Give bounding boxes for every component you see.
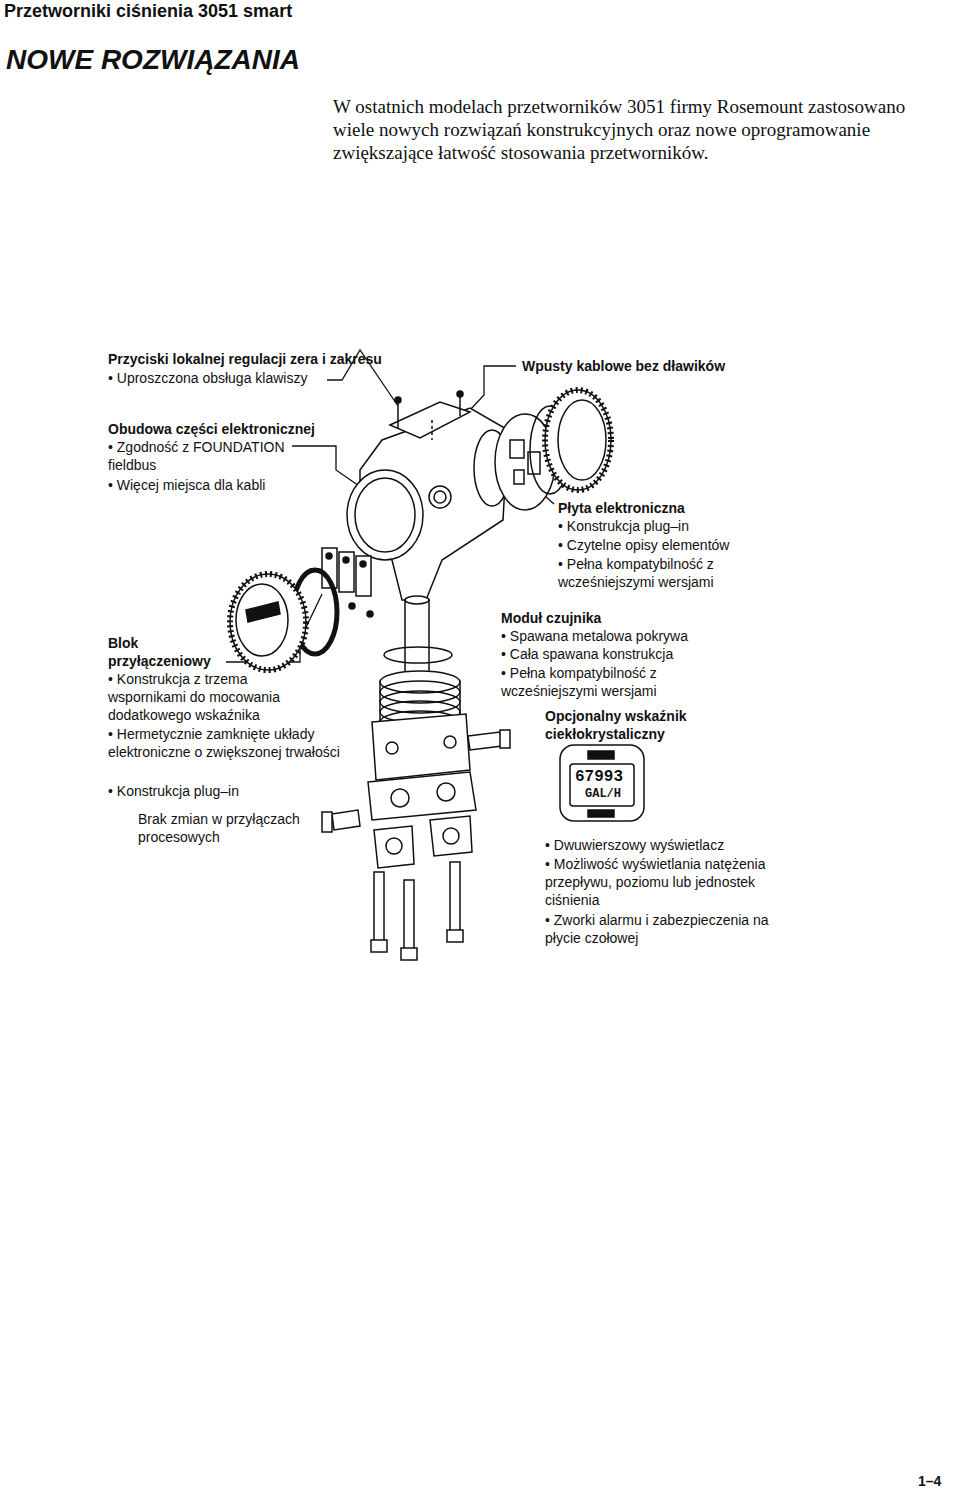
- callout-bullet: • Zworki alarmu i zabezpieczenia na płyc…: [545, 911, 790, 947]
- callout-bullet: • Dwuwierszowy wyświetlacz: [545, 836, 724, 854]
- housing: [347, 391, 510, 600]
- terminal-block: [230, 548, 373, 670]
- running-header: Przetworniki ciśnienia 3051 smart: [4, 0, 292, 22]
- callout-bullet: • Konstrukcja plug–in: [558, 517, 689, 535]
- intro-paragraph: W ostatnich modelach przetworników 3051 …: [333, 95, 908, 164]
- callout-bullet: • Pełna kompatybilność z wcześniejszymi …: [558, 555, 763, 591]
- callout-bullet: • Hermetycznie zamknięte układy elektron…: [108, 725, 348, 761]
- callout-heading: Moduł czujnika: [501, 609, 601, 627]
- page-number: 1–4: [918, 1472, 941, 1490]
- callout-heading: Płyta elektroniczna: [558, 499, 685, 517]
- lcd-digits: 67993: [575, 768, 623, 786]
- callout-bullet: • Spawana metalowa pokrywa: [501, 627, 688, 645]
- callout-bullet: • Możliwość wyświetlania natężenia przep…: [545, 855, 770, 909]
- electronics-board: [495, 390, 611, 510]
- callout-heading: Opcjonalny wskaźnik ciekłokrystaliczny: [545, 707, 720, 743]
- callout-bullet: • Pełna kompatybilność z wcześniejszymi …: [501, 664, 706, 700]
- callout-heading: Obudowa części elektronicznej: [108, 420, 315, 438]
- callout-bullet: • Więcej miejsca dla kabli: [108, 476, 265, 494]
- page-title: NOWE ROZWIĄZANIA: [6, 44, 300, 76]
- callout-heading: Blok przyłączeniowy: [108, 634, 218, 670]
- lcd-units: GAL/H: [585, 787, 621, 801]
- callout-bullet: • Czytelne opisy elementów: [558, 536, 729, 554]
- callout-text: Brak zmian w przyłączach procesowych: [138, 810, 328, 846]
- callout-bullet: • Cała spawana konstrukcja: [501, 645, 673, 663]
- callout-bullet: • Konstrukcja z trzema wspornikami do mo…: [108, 670, 298, 724]
- callout-bullet: • Konstrukcja plug–in: [108, 782, 239, 800]
- lcd-indicator: [560, 745, 644, 821]
- callout-bullet: • Zgodność z FOUNDATION fieldbus: [108, 438, 288, 474]
- sensor-module: [380, 596, 460, 733]
- callout-heading: Wpusty kablowe bez dławików: [522, 357, 725, 375]
- callout-bullet: • Uproszczona obsługa klawiszy: [108, 369, 307, 387]
- process-flanges: [322, 714, 510, 960]
- callout-heading: Przyciski lokalnej regulacji zera i zakr…: [108, 350, 382, 368]
